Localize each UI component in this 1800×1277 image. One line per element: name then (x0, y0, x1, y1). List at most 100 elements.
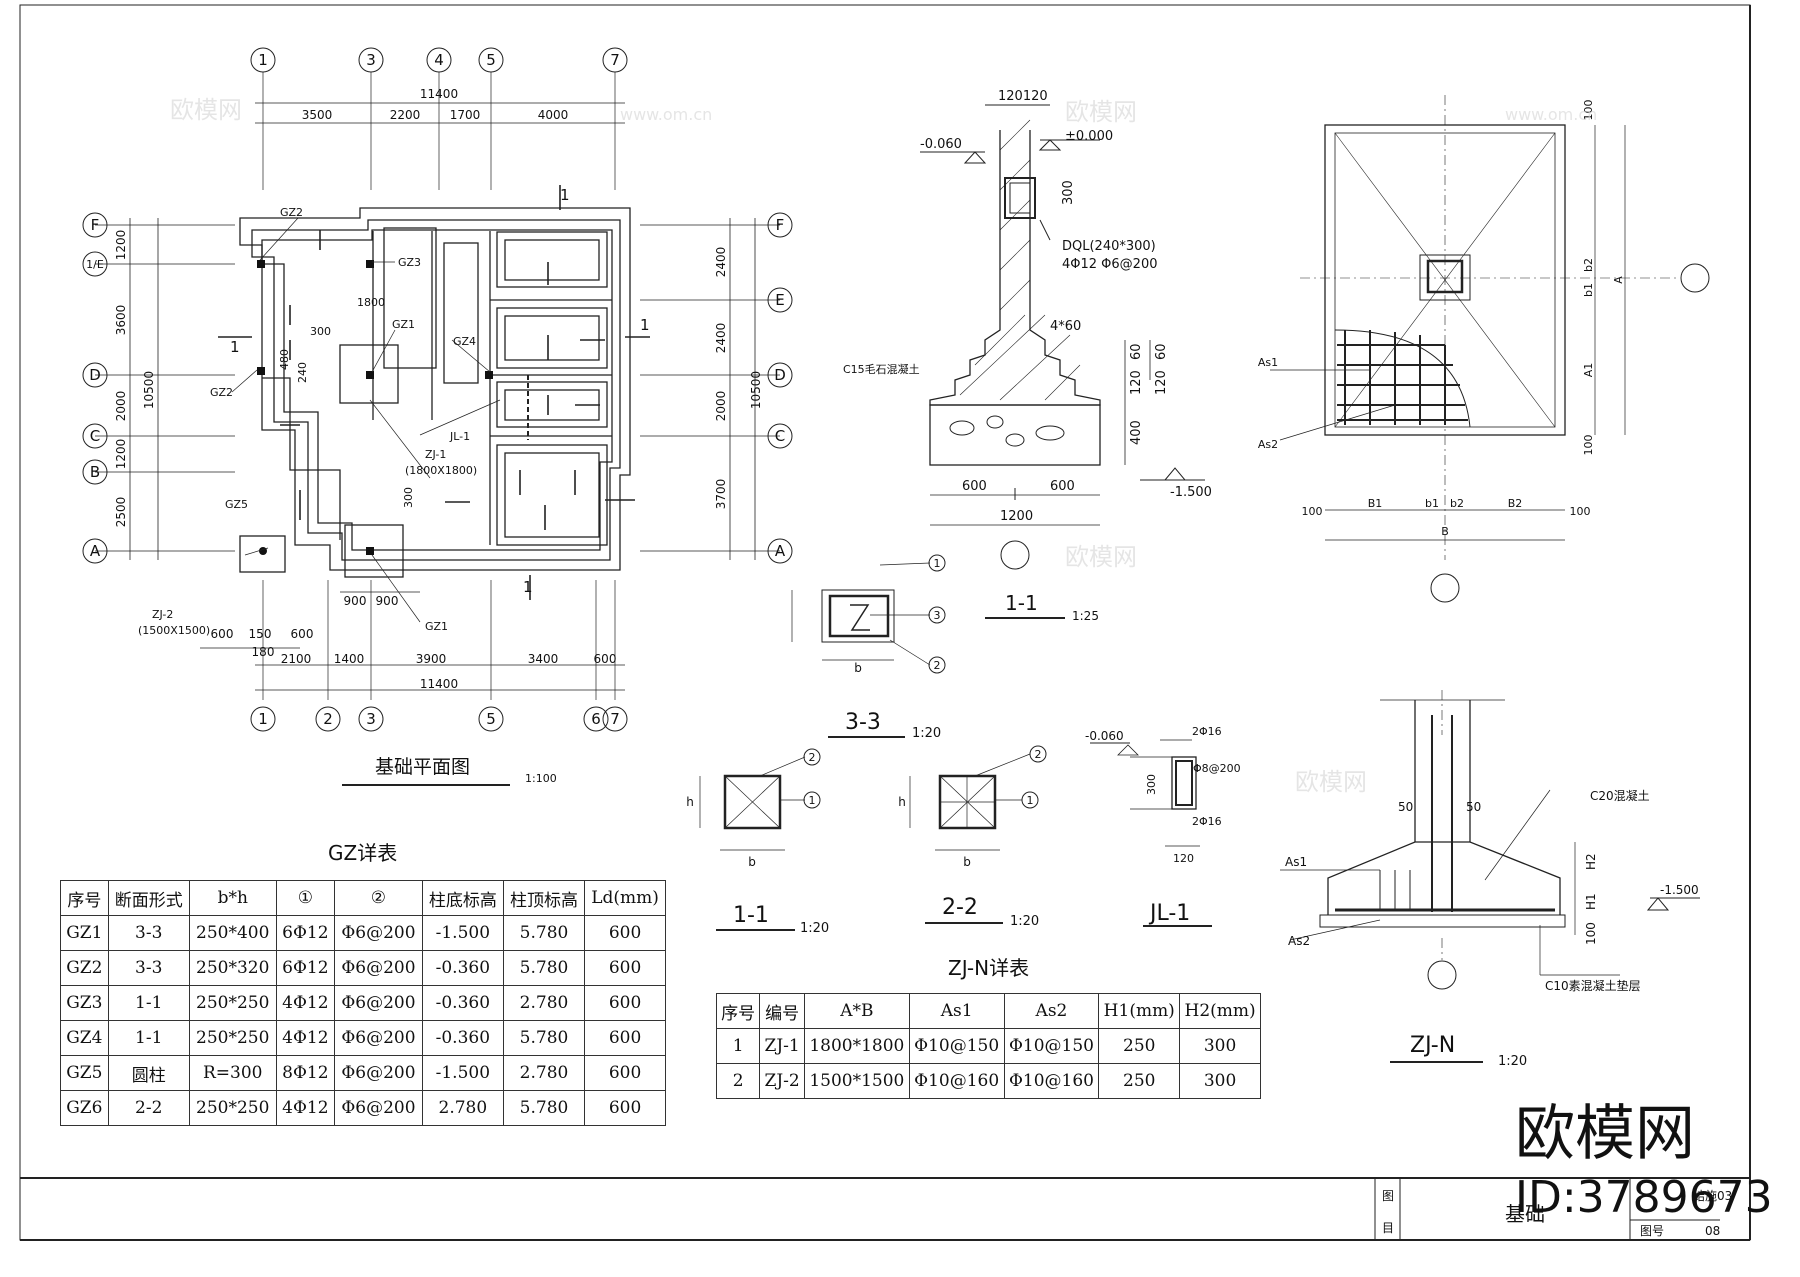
label-gz1-top: GZ1 (392, 318, 415, 331)
axis-left-1e: 1/E (86, 258, 104, 271)
jl1-title: JL-1 (1148, 901, 1190, 926)
s11-dim-300: 300 (1061, 180, 1076, 205)
table-cell: Φ10@160 (1003, 1063, 1100, 1099)
s11-dim-r4: 120 (1154, 370, 1169, 395)
table-cell: -1.500 (421, 1055, 504, 1091)
plan-bottom-dim-3: 3900 (416, 652, 447, 666)
axis-left-d: D (89, 366, 101, 384)
table-cell: -0.360 (421, 950, 504, 986)
zjn-scale: 1:20 (1498, 1054, 1527, 1069)
gz-th: 序号 (60, 880, 109, 916)
fp-dim-100d: 100 (1582, 435, 1595, 456)
d33-b: b (854, 661, 862, 675)
dql-ring-beam (1004, 177, 1036, 219)
s11-level-neg150: -1.500 (1170, 485, 1212, 500)
table-cell: 2-2 (107, 1090, 190, 1126)
section-1-1 (920, 104, 1205, 570)
table-cell: Φ10@150 (1003, 1028, 1100, 1064)
zjn-cushion: C10素混凝土垫层 (1545, 978, 1641, 993)
fp-dim-b2: b2 (1450, 497, 1464, 510)
s11-dim-top: 120120 (998, 89, 1048, 104)
plan-top-dim-2: 2200 (390, 108, 421, 122)
fp-dim-b2r: b2 (1582, 258, 1595, 272)
plan-axis-bubbles (82, 47, 793, 732)
isolated-footing-plan (1270, 95, 1710, 603)
tb-code: 结施03 (1693, 1189, 1732, 1203)
table-cell: 1-1 (107, 1020, 190, 1056)
tb-tuhao: 图号 (1640, 1224, 1664, 1238)
plan-wall-outline (239, 207, 631, 578)
plan-top-dim-4: 4000 (538, 108, 569, 122)
d33-mark-2: 2 (934, 659, 941, 672)
table-cell: 3-3 (107, 950, 190, 986)
plan-right-overall: 10500 (749, 371, 763, 409)
label-gz2-top: GZ2 (280, 206, 303, 219)
watermark-id: ID:3789673 (1515, 1172, 1773, 1223)
table-cell: 1-1 (107, 985, 190, 1021)
axis-top-4: 4 (434, 51, 444, 69)
d22-mark-1: 1 (1027, 794, 1034, 807)
zjn-d1: 50 (1398, 800, 1413, 814)
axis-bottom-1: 1 (258, 710, 268, 728)
table-cell: 5.780 (502, 1020, 586, 1056)
zj-th: A*B (803, 993, 910, 1029)
d11-mark-2: 2 (809, 751, 816, 764)
table-cell: 600 (584, 915, 666, 951)
section-hatch (959, 119, 1081, 401)
d22-scale: 1:20 (1010, 914, 1039, 929)
plan-top-overall: 11400 (420, 87, 458, 101)
detail-3-3 (791, 554, 946, 674)
table-cell: -0.360 (421, 1020, 504, 1056)
plan-bottom-dim-1: 2100 (281, 652, 312, 666)
detail-1-1-column (699, 748, 821, 851)
plan-left-dim-2: 3600 (114, 305, 128, 336)
plan-columns (257, 260, 493, 555)
s11-dim-r3: 120 (1129, 370, 1144, 395)
table-cell: 600 (584, 1020, 666, 1056)
label-jl1: JL-1 (449, 430, 470, 443)
table-cell: 600 (584, 950, 666, 986)
plan-right-dim-1: 2400 (714, 247, 728, 278)
table-cell: Φ6@200 (334, 1020, 423, 1056)
table-cell: 250*320 (188, 950, 277, 986)
fp-dim-100b: 100 (1570, 505, 1591, 518)
axis-bottom-3: 3 (366, 710, 376, 728)
d11-title: 1-1 (733, 903, 769, 928)
s11-concrete: C15毛石混凝土 (843, 362, 920, 376)
d22-b: b (963, 855, 971, 869)
jl1-top-bar: 2Φ16 (1192, 725, 1222, 738)
plan-bottom-dim-5: 600 (594, 652, 617, 666)
section-mark-1a: 1 (230, 338, 240, 356)
plan-scale: 1:100 (525, 772, 557, 785)
label-zj1-size: (1800X1800) (405, 464, 477, 477)
label-zj2-size: (1500X1500) (138, 624, 210, 637)
zj-th: As1 (908, 993, 1005, 1029)
table-cell: 4Φ12 (275, 1090, 336, 1126)
table-cell: GZ2 (60, 950, 109, 986)
gz-th: Ld(mm) (584, 880, 666, 916)
axis-bottom-7: 7 (610, 710, 620, 728)
table-cell: Φ6@200 (334, 1055, 423, 1091)
axis-right-e: E (775, 291, 784, 309)
zjn-d100: 100 (1584, 922, 1598, 945)
watermark-url-2: www.om.cn (620, 105, 712, 124)
table-cell: 6Φ12 (275, 915, 336, 951)
watermark-url-1: www.om.cn (1505, 105, 1597, 124)
gz-th: ② (334, 880, 423, 916)
label-zj1: ZJ-1 (425, 448, 446, 461)
plan-local-dim-3: 600 (291, 627, 314, 641)
table-cell: 250 (1098, 1063, 1181, 1099)
plan-right-dim-2: 2400 (714, 323, 728, 354)
plan-local-dim-1: 600 (211, 627, 234, 641)
tb-tu: 图 (1382, 1189, 1394, 1203)
s11-level-neg060: -0.060 (920, 137, 962, 152)
label-gz3: GZ3 (398, 256, 421, 269)
plan-left-dim-5: 2500 (114, 497, 128, 528)
table-cell: 600 (584, 985, 666, 1021)
plan-top-dim-3: 1700 (450, 108, 481, 122)
axis-left-b: B (90, 463, 100, 481)
